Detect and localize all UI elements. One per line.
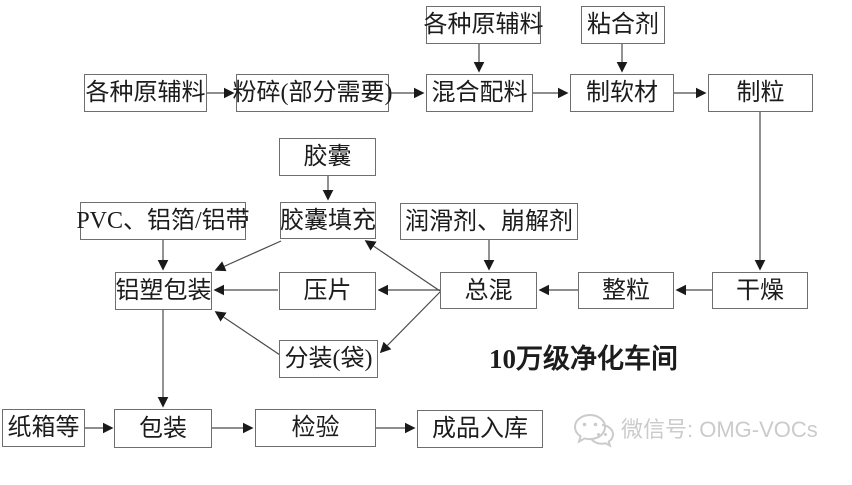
node-blister-packaging: 铝塑包装 — [115, 272, 212, 310]
node-drying: 干燥 — [712, 272, 808, 309]
watermark: 微信号: OMG-VOCs — [573, 412, 818, 448]
node-raw-materials: 各种原辅料 — [84, 74, 207, 112]
node-finished-storage: 成品入库 — [417, 410, 543, 448]
node-carton: 纸箱等 — [2, 409, 85, 447]
node-capsule-filling: 胶囊填充 — [280, 202, 376, 239]
node-final-mixing: 总混 — [440, 272, 537, 309]
arrow-finalmix-to-filling — [364, 240, 441, 292]
node-tablet-pressing: 压片 — [279, 272, 376, 310]
arrow-filling-to-blister — [214, 240, 282, 272]
node-soft-material: 制软材 — [570, 74, 674, 112]
node-pvc-foil: PVC、铝箔/铝带 — [76, 202, 250, 240]
node-bag-filling: 分装(袋) — [279, 340, 378, 378]
arrow-finalmix-to-bag — [379, 291, 441, 354]
arrow-bag-to-blister — [214, 311, 281, 356]
node-mixing: 混合配料 — [426, 74, 533, 112]
node-capsule: 胶囊 — [279, 138, 376, 176]
node-raw-materials-top: 各种原辅料 — [424, 6, 544, 44]
node-inspection: 检验 — [255, 409, 376, 447]
node-binder: 粘合剂 — [581, 6, 665, 44]
clean-room-label: 10万级净化车间 — [489, 344, 678, 374]
node-packaging: 包装 — [114, 409, 212, 448]
node-granulation: 制粒 — [708, 74, 813, 112]
node-lubricant-disintegrant: 润滑剂、崩解剂 — [400, 203, 578, 240]
watermark-text: 微信号: OMG-VOCs — [621, 417, 818, 442]
wechat-icon — [573, 413, 615, 448]
node-granule-sizing: 整粒 — [578, 272, 674, 309]
node-crushing: 粉碎(部分需要) — [233, 74, 393, 112]
